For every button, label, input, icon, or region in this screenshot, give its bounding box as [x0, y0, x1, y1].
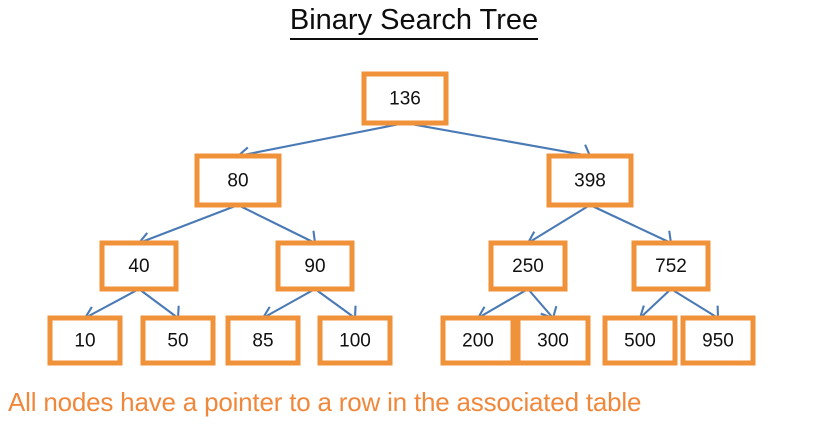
- tree-node-label: 950: [702, 331, 734, 352]
- tree-node-box: [440, 315, 516, 366]
- tree-node-box: [140, 315, 216, 366]
- tree-edge: [527, 288, 558, 320]
- tree-node-box: [680, 315, 756, 366]
- tree-node-label: 40: [128, 256, 149, 277]
- tree-edge: [237, 204, 317, 245]
- tree-edges: [83, 121, 720, 325]
- tree-edge: [314, 288, 357, 320]
- tree-node[interactable]: 10: [47, 315, 123, 366]
- tree-node-box: [47, 315, 123, 366]
- tree-node[interactable]: 40: [99, 240, 179, 292]
- tree-node[interactable]: 200: [440, 315, 516, 366]
- tree-node-box: [488, 240, 568, 292]
- tree-edge: [138, 288, 180, 320]
- tree-node-label: 100: [339, 331, 371, 352]
- tree-node-box: [631, 240, 711, 292]
- tree-node-label: 250: [512, 256, 544, 277]
- tree-node-box: [275, 240, 355, 292]
- tree-node-box: [99, 240, 179, 292]
- tree-node-label: 90: [304, 256, 325, 277]
- tree-node[interactable]: 250: [488, 240, 568, 292]
- tree-node-label: 136: [389, 89, 421, 110]
- tree-edge: [589, 204, 673, 246]
- tree-nodes: 136 80 398 40 90 250 752 10 50 85 100 200 300 500 950: [47, 71, 756, 366]
- tree-node-label: 500: [624, 331, 656, 352]
- tree-node[interactable]: 100: [317, 315, 393, 366]
- tree-node-label: 10: [74, 331, 95, 352]
- tree-node-box: [317, 315, 393, 366]
- tree-node[interactable]: 398: [546, 153, 634, 208]
- tree-node-box: [515, 315, 591, 366]
- tree-node-label: 398: [574, 171, 606, 192]
- tree-node-label: 80: [227, 171, 248, 192]
- tree-node[interactable]: 90: [275, 240, 355, 292]
- tree-node[interactable]: 80: [194, 153, 282, 208]
- tree-node-box: [546, 153, 634, 208]
- tree-node[interactable]: 950: [680, 315, 756, 366]
- tree-node-box: [194, 153, 282, 208]
- tree-node-box: [361, 71, 449, 126]
- tree-node[interactable]: 500: [602, 315, 678, 366]
- tree-node[interactable]: 136: [361, 71, 449, 126]
- tree-node-label: 85: [252, 331, 273, 352]
- tree-node[interactable]: 300: [515, 315, 591, 366]
- page-title: Binary Search Tree: [0, 4, 828, 41]
- tree-node-box: [602, 315, 678, 366]
- page-title-text: Binary Search Tree: [289, 4, 539, 41]
- tree-node-label: 300: [537, 331, 569, 352]
- tree-node-box: [225, 315, 301, 366]
- tree-node[interactable]: 50: [140, 315, 216, 366]
- diagram-caption: All nodes have a pointer to a row in the…: [8, 387, 642, 417]
- tree-node[interactable]: 85: [225, 315, 301, 366]
- tree-node-label: 50: [167, 331, 188, 352]
- tree-node-label: 752: [655, 256, 687, 277]
- tree-edge: [670, 288, 720, 320]
- tree-node-label: 200: [462, 331, 494, 352]
- tree-node[interactable]: 752: [631, 240, 711, 292]
